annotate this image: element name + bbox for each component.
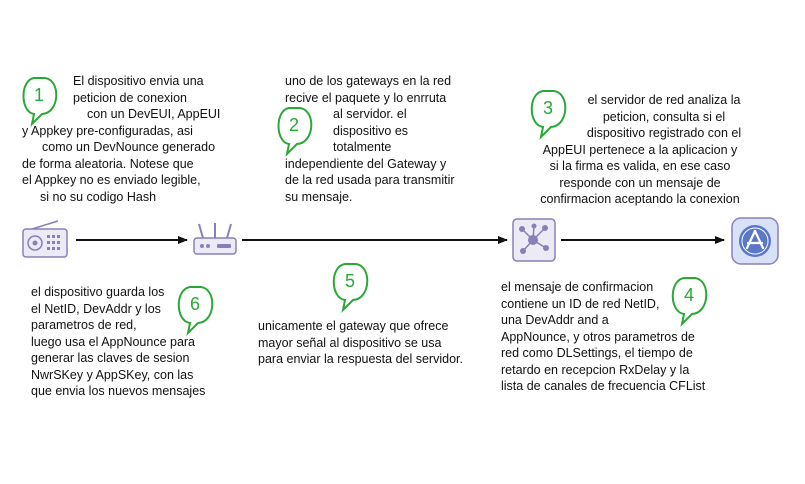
bubble-6 <box>177 286 214 337</box>
bubble-1 <box>22 77 58 128</box>
device-node <box>22 220 68 258</box>
bubble-5 <box>332 263 369 314</box>
step-4-text: el mensaje de confirmacion contiene un I… <box>501 280 706 393</box>
step-2-text: uno de los gateways en la red recive el … <box>285 74 455 204</box>
step-3-text: el servidor de red analiza la peticion, … <box>540 93 742 206</box>
bubble-3 <box>530 90 567 141</box>
bubble-2 <box>277 107 313 158</box>
application-node <box>731 217 779 265</box>
network-hub-icon <box>512 218 556 262</box>
step-number-4: 4 <box>684 285 695 305</box>
step-number-2: 2 <box>289 115 300 135</box>
step-5-text: unicamente el gateway que ofrece mayor s… <box>258 319 463 366</box>
step-number-1: 1 <box>34 85 45 105</box>
step-1-text: El dispositivo envia una peticion de con… <box>22 74 221 204</box>
step-6-text: el dispositivo guarda los el NetID, DevA… <box>31 285 206 398</box>
router-gateway-icon <box>193 223 237 255</box>
gateway-node <box>193 222 237 256</box>
step-number-3: 3 <box>543 98 554 118</box>
app-store-icon <box>731 217 779 265</box>
radio-device-icon <box>22 220 68 258</box>
step-number-6: 6 <box>190 294 201 314</box>
bubble-4 <box>671 277 708 328</box>
step-number-5: 5 <box>345 271 356 291</box>
network-server-node <box>512 218 556 262</box>
